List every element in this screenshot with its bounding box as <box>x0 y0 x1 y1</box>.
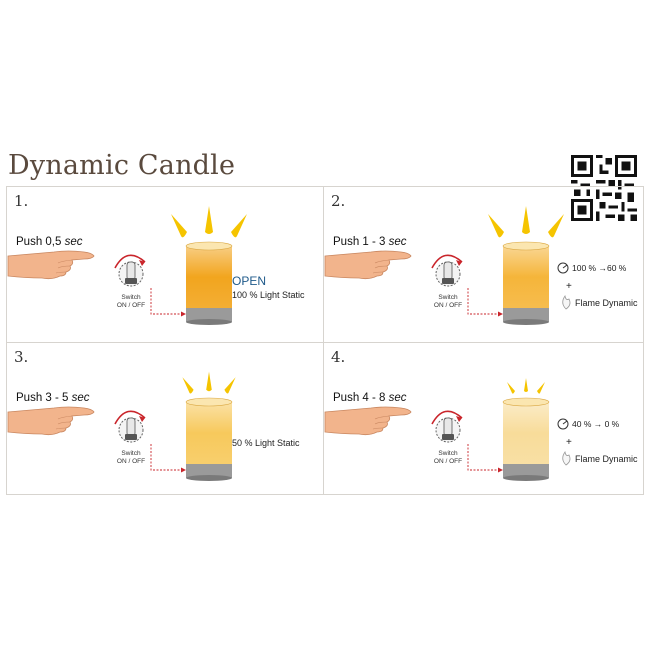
press-arrow-icon <box>431 410 463 425</box>
switch-icon <box>435 261 461 287</box>
press-arrow-icon <box>114 254 146 269</box>
candle-icon <box>185 241 233 325</box>
divider-horizontal <box>7 342 643 343</box>
step-number: 3. <box>14 348 29 366</box>
push-duration-label: Push 4 - 8 sec <box>333 392 407 404</box>
hand-icon <box>7 406 95 436</box>
divider-vertical <box>323 187 324 494</box>
push-duration-label: Push 1 - 3 sec <box>333 236 407 248</box>
step-number: 2. <box>331 192 346 210</box>
light-rays-icon <box>507 378 545 394</box>
steps-grid <box>6 186 644 495</box>
connector-arrow-icon <box>467 288 503 317</box>
flame-mode-label: Flame Dynamic <box>575 298 638 308</box>
light-mode-label: 50 % Light Static <box>232 438 300 448</box>
dimmer-icon <box>557 262 569 274</box>
switch-icon <box>118 261 144 287</box>
plus-sign: + <box>566 437 572 448</box>
step-number: 4. <box>331 348 346 366</box>
step-number: 1. <box>14 192 29 210</box>
brightness-label: 100 % →60 % <box>572 263 627 273</box>
flame-icon <box>562 295 571 310</box>
connector-arrow-icon <box>150 288 186 317</box>
push-duration-label: Push 3 - 5 sec <box>16 392 90 404</box>
switch-icon <box>118 417 144 443</box>
qr-code-icon <box>571 155 637 221</box>
connector-arrow-icon <box>150 444 186 473</box>
light-mode-label: 100 % Light Static <box>232 290 305 300</box>
switch-icon <box>435 417 461 443</box>
flame-mode-label: Flame Dynamic <box>575 454 638 464</box>
press-arrow-icon <box>431 254 463 269</box>
press-arrow-icon <box>114 410 146 425</box>
state-label: OPEN <box>232 274 267 288</box>
dimmer-icon <box>557 418 569 430</box>
flame-icon <box>562 451 571 466</box>
brightness-label: 40 % → 0 % <box>572 419 620 429</box>
hand-icon <box>324 250 412 280</box>
connector-arrow-icon <box>467 444 503 473</box>
candle-icon <box>185 397 233 481</box>
candle-icon <box>502 241 550 325</box>
light-rays-icon <box>171 206 247 238</box>
hand-icon <box>7 250 95 280</box>
push-duration-label: Push 0,5 sec <box>16 236 83 248</box>
page-title: Dynamic Candle <box>8 150 236 181</box>
light-rays-icon <box>488 206 564 238</box>
plus-sign: + <box>566 281 572 292</box>
hand-icon <box>324 406 412 436</box>
candle-icon <box>502 397 550 481</box>
light-rays-icon <box>182 371 236 394</box>
